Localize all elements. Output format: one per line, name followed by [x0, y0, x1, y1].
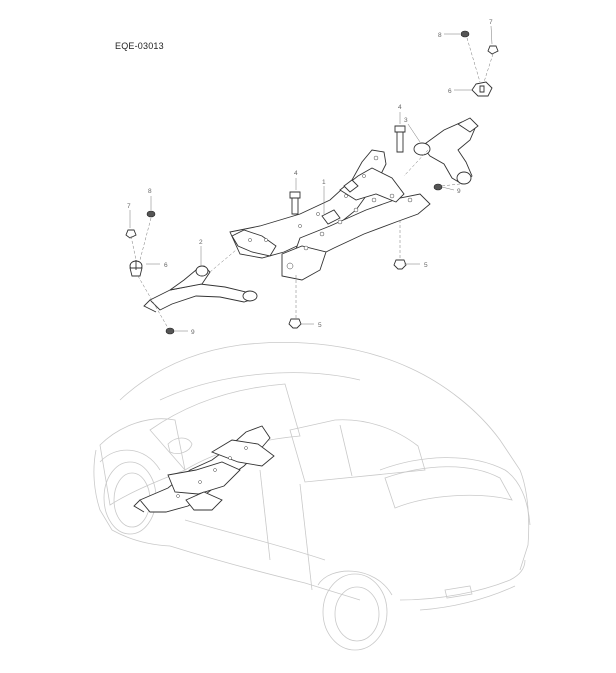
- callout-4-right: 4: [398, 104, 402, 111]
- front-subframe: [229, 149, 431, 281]
- callout-5-right: 5: [424, 262, 428, 269]
- callout-9-right: 9: [457, 188, 461, 195]
- subframe-location-view: [133, 425, 275, 513]
- callout-8-left: 8: [148, 188, 152, 195]
- callout-5-left: 5: [318, 322, 322, 329]
- callout-labels: 1 2 3 4 4 5 5 6 6 7 7 8 8 9 9: [127, 19, 493, 336]
- callout-2: 2: [199, 239, 203, 246]
- vehicle-outline: [93, 342, 531, 651]
- callout-4-left: 4: [294, 170, 298, 177]
- fasteners: [125, 30, 499, 335]
- callout-8-right: 8: [438, 32, 442, 39]
- callout-7-left: 7: [127, 203, 131, 210]
- right-lower-control-arm: [413, 81, 493, 185]
- leader-lines: [129, 25, 494, 332]
- callout-1: 1: [322, 179, 326, 186]
- diagram-code: EQE-03013: [115, 41, 164, 51]
- callout-7-right: 7: [489, 19, 493, 26]
- callout-9-left: 9: [191, 329, 195, 336]
- callout-6-left: 6: [164, 262, 168, 269]
- callout-3: 3: [404, 117, 408, 124]
- callout-6-right: 6: [448, 88, 452, 95]
- left-lower-control-arm: [129, 260, 258, 313]
